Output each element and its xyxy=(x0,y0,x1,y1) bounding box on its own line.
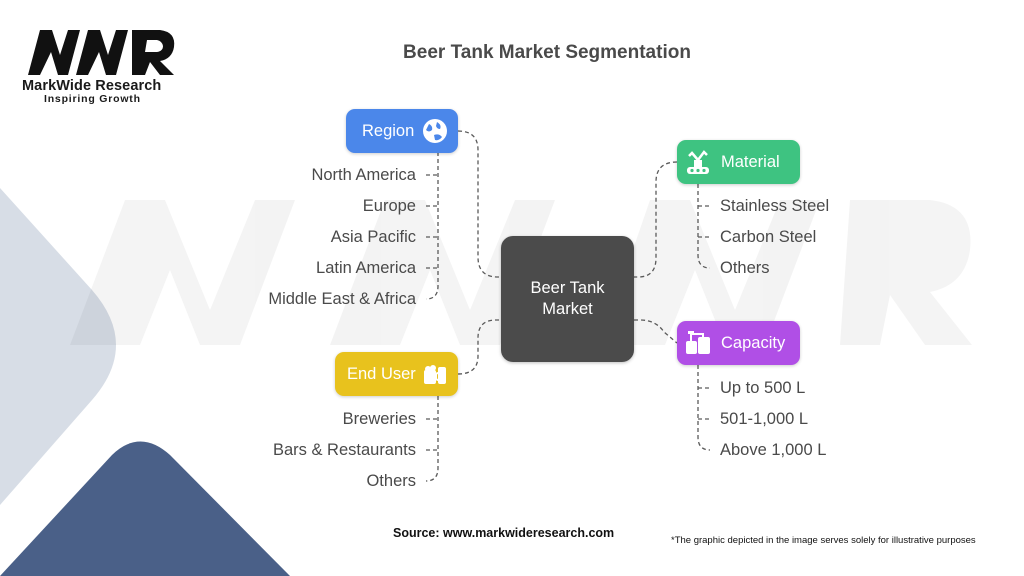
category-label: Capacity xyxy=(721,333,786,352)
diagram-title: Beer Tank Market Segmentation xyxy=(403,42,691,63)
end-user-branch xyxy=(425,396,439,482)
logo-brand: MarkWide Research xyxy=(22,78,162,94)
category-label: End User xyxy=(347,364,416,383)
tank-icon xyxy=(686,331,710,354)
connector-end-user xyxy=(457,319,501,375)
robot-machine-icon xyxy=(687,150,709,174)
category-material: Material xyxy=(677,140,800,184)
end-user-item: Breweries xyxy=(342,410,416,428)
logo-tagline: Inspiring Growth xyxy=(44,93,141,105)
source-text: Source: www.markwideresearch.com xyxy=(393,526,615,540)
logo-mark xyxy=(28,30,175,75)
end-user-item: Bars & Restaurants xyxy=(272,441,416,459)
capacity-item: Above 1,000 L xyxy=(720,441,827,459)
region-branch xyxy=(425,145,439,300)
category-end-user: End User xyxy=(335,352,458,396)
region-item: Europe xyxy=(362,197,416,215)
bg-shape-light xyxy=(0,188,116,505)
category-label: Region xyxy=(362,121,415,140)
connector-region xyxy=(457,130,501,278)
material-item: Stainless Steel xyxy=(720,197,830,215)
material-item: Others xyxy=(720,259,770,277)
region-item: North America xyxy=(311,166,416,184)
material-branch xyxy=(697,184,711,269)
category-capacity: Capacity xyxy=(677,321,800,365)
disclaimer-note: *The graphic depicted in the image serve… xyxy=(671,535,976,546)
capacity-item: Up to 500 L xyxy=(720,379,806,397)
end-user-item: Others xyxy=(366,472,416,490)
beer-mug-icon xyxy=(423,365,446,384)
center-node: Beer Tank Market xyxy=(501,236,634,362)
capacity-item: 501-1,000 L xyxy=(720,410,809,428)
bg-shape-dark xyxy=(0,441,290,576)
region-item: Latin America xyxy=(316,259,416,277)
region-item: Middle East & Africa xyxy=(268,290,416,308)
watermark xyxy=(70,200,972,345)
material-item: Carbon Steel xyxy=(720,228,817,246)
capacity-branch xyxy=(697,365,711,451)
globe-icon xyxy=(423,119,448,143)
category-label: Material xyxy=(721,152,780,171)
category-region: Region xyxy=(346,109,458,153)
region-item: Asia Pacific xyxy=(330,228,416,246)
